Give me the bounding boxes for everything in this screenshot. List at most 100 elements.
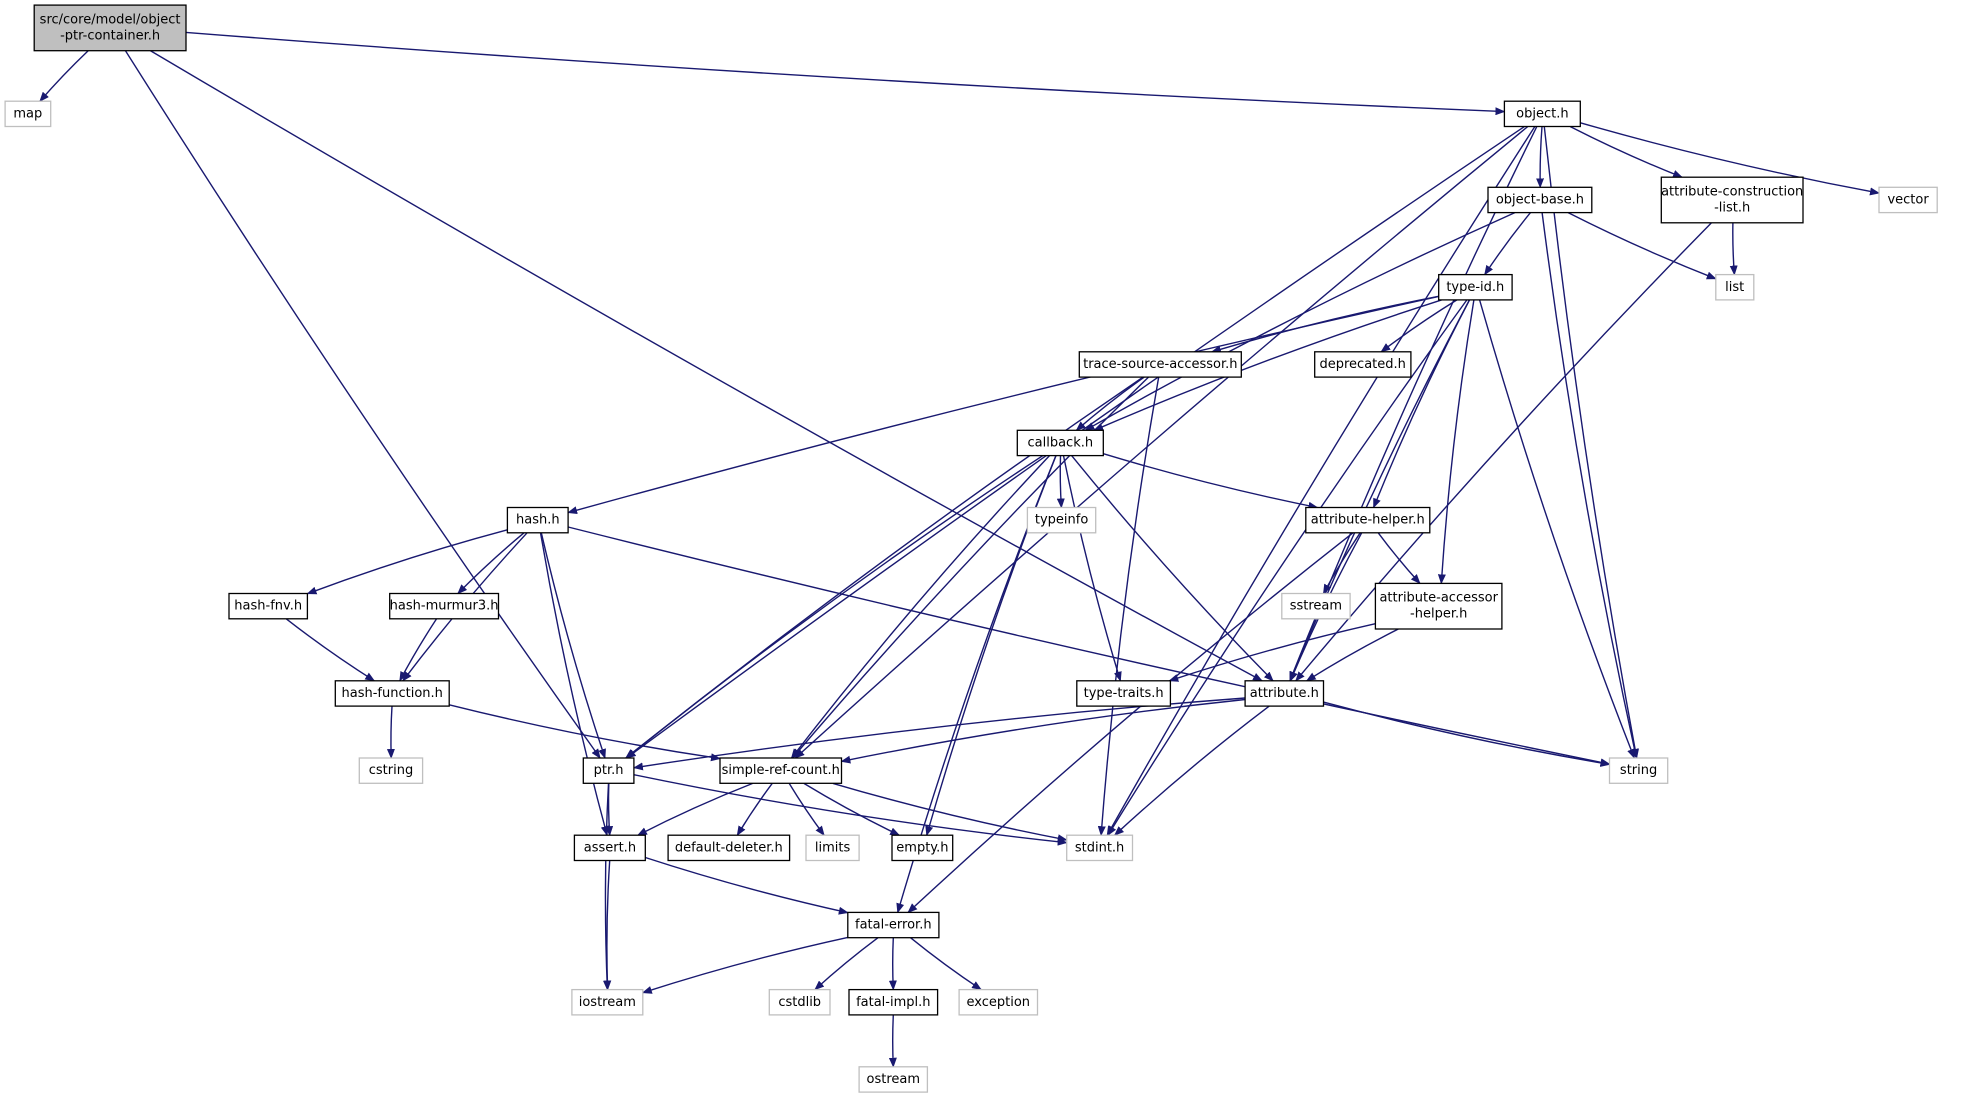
node-box — [582, 757, 635, 784]
node-label: default-deleter.h — [675, 840, 783, 855]
edge-root-to-attr — [149, 49, 1263, 682]
edge-ahelper-to-aah — [1377, 532, 1421, 585]
edge-attr-to-src — [840, 698, 1246, 764]
node-empty[interactable]: empty.h — [891, 834, 954, 862]
edge-assert-to-fatal — [645, 856, 849, 915]
node-label: attribute-helper.h — [1311, 513, 1425, 528]
node-box — [573, 834, 646, 862]
node-label: hash-fnv.h — [234, 599, 302, 614]
node-fatal[interactable]: fatal-error.h — [847, 911, 940, 939]
edge-root-to-object — [185, 31, 1506, 116]
node-label: object.h — [1516, 106, 1568, 121]
node-box — [1076, 680, 1172, 707]
edge-tsa-to-src — [791, 376, 1149, 759]
node-attr[interactable]: attribute.h — [1244, 680, 1325, 707]
node-ahelper[interactable]: attribute-helper.h — [1305, 506, 1431, 534]
edge-typeid-to-ahelper — [1372, 299, 1471, 509]
edge-typeid-to-stdint — [1107, 299, 1468, 837]
node-label: sstream — [1290, 599, 1342, 614]
edge-objbase-to-list — [1567, 211, 1717, 280]
node-root[interactable]: src/core/model/object-ptr-container.h — [33, 4, 187, 52]
edge-objbase-to-typeid — [1484, 212, 1532, 276]
edge-tsa-to-stdint — [1097, 376, 1160, 837]
edge-typeid-to-hash — [567, 295, 1439, 515]
edge-fatal-to-exception — [910, 937, 982, 991]
node-label: attribute-accessor — [1379, 591, 1498, 606]
node-label: src/core/model/object — [40, 12, 181, 27]
edge-attr-to-string — [1323, 701, 1611, 767]
edge-hash-to-ptr — [540, 532, 606, 759]
node-label: ptr.h — [594, 763, 624, 778]
edge-callback-to-attr — [1071, 455, 1274, 682]
node-hashfnv[interactable]: hash-fnv.h — [228, 592, 309, 620]
node-src[interactable]: simple-ref-count.h — [719, 757, 843, 784]
edge-typeid-to-callback — [1093, 299, 1442, 431]
edge-src-to-empty — [803, 782, 901, 836]
node-ptr[interactable]: ptr.h — [582, 757, 635, 784]
node-box — [667, 834, 791, 862]
edge-hashfn-to-src — [449, 704, 721, 762]
node-callback[interactable]: callback.h — [1016, 429, 1104, 457]
node-label: list — [1725, 280, 1744, 295]
node-objbase[interactable]: object-base.h — [1487, 186, 1593, 214]
edge-root-to-map — [39, 50, 89, 102]
node-cstdlib: cstdlib — [768, 988, 831, 1016]
node-box — [33, 4, 187, 52]
edge-typeid-to-attr — [1289, 299, 1471, 682]
node-hashmur[interactable]: hash-murmur3.h — [389, 592, 500, 620]
edge-fatal-to-fimpl — [888, 937, 897, 991]
edge-object-to-vector — [1580, 122, 1880, 196]
edge-object-to-acl — [1569, 125, 1683, 178]
node-hash[interactable]: hash.h — [506, 506, 569, 534]
edge-object-to-string — [1543, 126, 1639, 759]
edge-ahelper-to-sstream — [1322, 532, 1361, 595]
node-box — [1487, 186, 1593, 214]
node-assert[interactable]: assert.h — [573, 834, 646, 862]
node-box — [1026, 506, 1097, 534]
node-ttraits[interactable]: type-traits.h — [1076, 680, 1172, 707]
node-deprec[interactable]: deprecated.h — [1314, 351, 1412, 378]
node-box — [848, 988, 939, 1016]
node-tsa[interactable]: trace-source-accessor.h — [1078, 351, 1242, 378]
node-box — [228, 592, 309, 620]
edge-ptr-to-stdint — [633, 774, 1068, 846]
node-hashfn[interactable]: hash-function.h — [334, 680, 450, 707]
edge-src-to-defdel — [736, 782, 773, 837]
node-label: type-traits.h — [1084, 686, 1164, 701]
node-label: vector — [1887, 193, 1929, 208]
edge-hash-to-hashmur — [457, 532, 525, 595]
edge-tsa-to-callback — [1075, 376, 1145, 431]
node-label: stdint.h — [1075, 840, 1124, 855]
node-aah[interactable]: attribute-accessor-helper.h — [1374, 582, 1503, 630]
node-box — [571, 988, 644, 1016]
node-label: attribute.h — [1250, 686, 1319, 701]
node-box — [847, 911, 940, 939]
node-box — [1078, 351, 1242, 378]
node-fimpl[interactable]: fatal-impl.h — [848, 988, 939, 1016]
edge-typeid-to-string — [1478, 299, 1635, 759]
node-label: fatal-impl.h — [856, 995, 930, 1010]
node-acl[interactable]: attribute-construction-list.h — [1660, 176, 1804, 224]
node-defdel[interactable]: default-deleter.h — [667, 834, 791, 862]
node-object[interactable]: object.h — [1503, 100, 1581, 128]
edge-fimpl-to-ostream — [888, 1014, 897, 1068]
node-typeid[interactable]: type-id.h — [1438, 273, 1513, 301]
node-list: list — [1715, 273, 1755, 301]
node-vector: vector — [1878, 186, 1938, 214]
edge-typeid-to-aah — [1437, 299, 1475, 585]
node-label: attribute-construction — [1661, 185, 1803, 200]
edge-hashfnv-to-hashfn — [285, 618, 376, 682]
node-label: map — [13, 106, 42, 121]
node-box — [506, 506, 569, 534]
edge-object-to-stdint — [1106, 126, 1536, 837]
edge-attr-to-ptr — [632, 697, 1246, 771]
node-label: object-base.h — [1496, 193, 1584, 208]
node-string: string — [1608, 757, 1669, 784]
node-label: -list.h — [1714, 201, 1750, 216]
edge-callback-to-src — [790, 455, 1051, 759]
node-label: fatal-error.h — [855, 918, 932, 933]
edge-assert-to-iostream — [603, 860, 612, 991]
node-limits: limits — [805, 834, 860, 862]
